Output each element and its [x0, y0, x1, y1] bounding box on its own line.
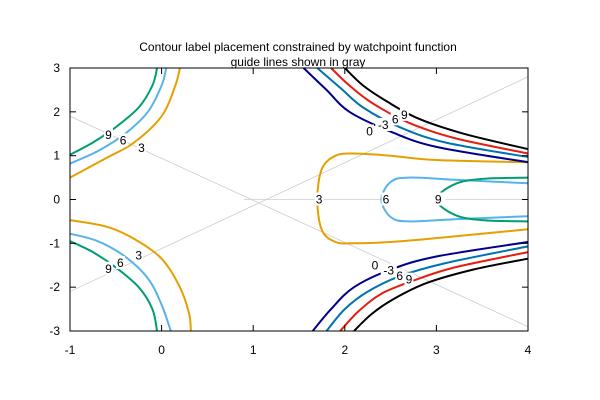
- contour-label-bg-6: [314, 192, 324, 206]
- contour-label-12: 9: [401, 108, 408, 122]
- contour-label-16: 9: [406, 273, 413, 287]
- x-tick-label-4: 3: [433, 343, 440, 357]
- contour-label-bg-4: [115, 256, 125, 270]
- contour-label-bg-12: [399, 107, 409, 121]
- contour-label-1: 6: [120, 133, 127, 147]
- contour-label-13: 0: [372, 258, 379, 272]
- x-tick-label-0: -1: [65, 343, 76, 357]
- contour-label-10: -3: [378, 118, 389, 132]
- contour-label-bg-5: [103, 261, 113, 275]
- contour-line-14: [325, 245, 529, 332]
- contour-line-6: [316, 152, 529, 245]
- y-axis: 3 2 1 0 -1 -2 -3: [49, 61, 528, 338]
- contour-line-13: [311, 241, 529, 332]
- contour-label-15: 6: [396, 269, 403, 283]
- contour-label-bg-15: [395, 268, 405, 282]
- contour-label-bg-0: [103, 128, 113, 142]
- x-tick-label-2: 1: [250, 343, 257, 357]
- contour-label-5: 9: [105, 262, 112, 276]
- x-tick-label-3: 2: [341, 343, 348, 357]
- contour-label-7: 6: [383, 193, 390, 207]
- x-axis: -1 0 1 2 3 4: [65, 68, 532, 357]
- contour-label-9: 0: [366, 125, 373, 139]
- contour-label-14: -3: [383, 264, 394, 278]
- chart-subtitle: guide lines shown in gray: [231, 55, 366, 69]
- contour-label-11: 6: [392, 112, 399, 126]
- contour-label-4: 6: [117, 256, 124, 270]
- contour-label-bg-16: [404, 272, 414, 286]
- guide-line-0: [69, 115, 529, 327]
- y-tick-label-5: -2: [49, 280, 60, 294]
- contour-line-7: [380, 176, 529, 223]
- contour-label-2: 3: [138, 141, 145, 155]
- contour-label-bg-3: [134, 248, 144, 262]
- guide-lines: [69, 76, 529, 327]
- contour-label-bg-9: [365, 124, 375, 138]
- contour-line-1: [69, 67, 168, 165]
- chart-title: Contour label placement constrained by w…: [139, 40, 457, 54]
- contour-label-0: 9: [105, 128, 112, 142]
- contour-label-8: 9: [435, 193, 442, 207]
- contour-label-bg-2: [136, 140, 146, 154]
- contour-label-bg-14: [380, 263, 397, 277]
- y-tick-label-3: 0: [53, 193, 60, 207]
- contour-label-bg-11: [390, 112, 400, 126]
- x-tick-label-5: 4: [525, 343, 532, 357]
- y-tick-label-6: -3: [49, 324, 60, 338]
- contour-line-0: [69, 67, 181, 179]
- contour-line-9: [302, 67, 529, 164]
- contour-label-3: 3: [135, 249, 142, 263]
- contour-label-6: 3: [316, 193, 323, 207]
- contour-line-15: [339, 251, 529, 332]
- contour-label-bg-8: [433, 192, 443, 206]
- contour-line-2: [69, 67, 158, 156]
- contour-label-bg-10: [375, 117, 392, 131]
- contour-line-3: [69, 219, 192, 332]
- y-tick-label-1: 2: [53, 105, 60, 119]
- guide-line-1: [69, 76, 529, 292]
- y-tick-label-2: 1: [53, 149, 60, 163]
- contour-label-bg-7: [381, 192, 391, 206]
- contour-line-11: [330, 67, 529, 155]
- x-tick-label-1: 0: [158, 343, 165, 357]
- contour-line-4: [69, 232, 172, 332]
- contour-line-16: [353, 257, 529, 332]
- contour-label-bg-1: [118, 133, 128, 147]
- contour-line-5: [69, 240, 158, 332]
- contour-label-bg-13: [370, 258, 380, 272]
- y-tick-label-0: 3: [53, 61, 60, 75]
- y-tick-label-4: -1: [49, 236, 60, 250]
